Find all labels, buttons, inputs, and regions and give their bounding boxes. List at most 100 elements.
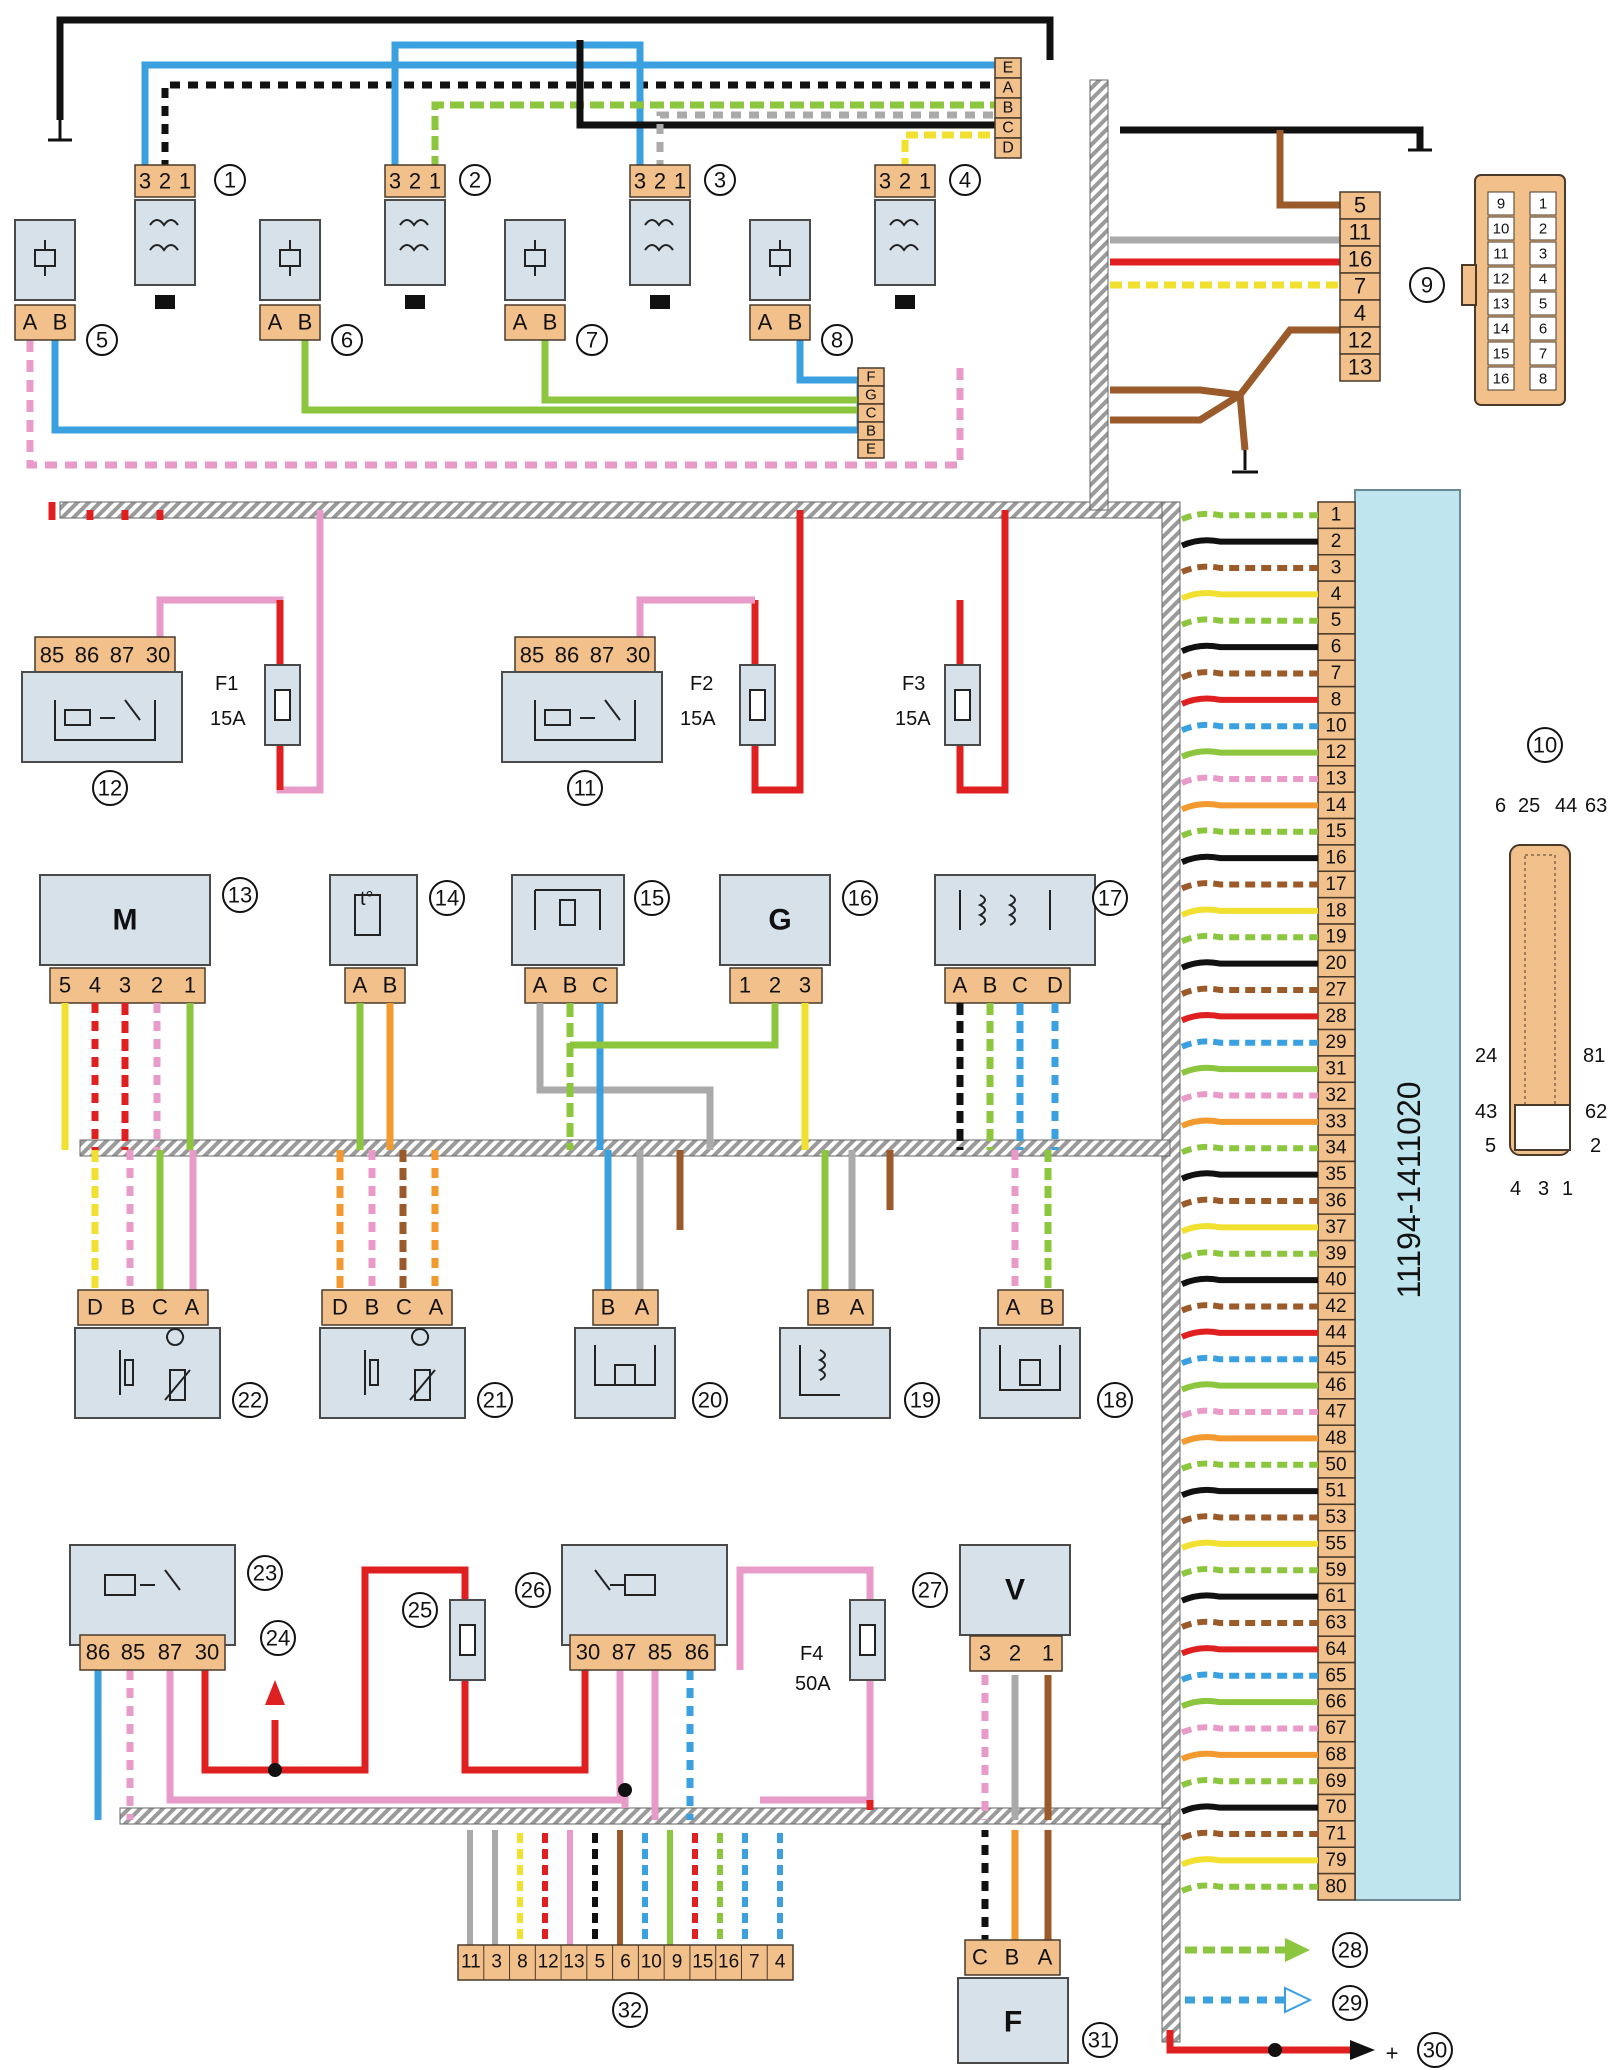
ecu-pin (1317, 1793, 1356, 1822)
label: B (788, 310, 803, 335)
component-20: B A 20 (574, 1289, 728, 1419)
label: 15A (210, 708, 246, 730)
ecu-wire (1180, 1012, 1318, 1024)
label: B (298, 310, 313, 335)
ecu-pin-label: 66 (1325, 1692, 1346, 1713)
sensor-row: M 5 4 3 2 1 13 t° A B 14 A B C 15 (39, 874, 1128, 1150)
ecu-wire (1180, 1645, 1318, 1657)
ecu-pin (1317, 1846, 1356, 1875)
ecu-wire (1180, 1724, 1318, 1736)
callout-30: 30 (1417, 2032, 1453, 2068)
component-18: A B 18 (979, 1289, 1133, 1419)
label: C (1002, 120, 1014, 137)
ecu-wire (1180, 1882, 1318, 1894)
label: B (983, 973, 998, 998)
label: 1 (429, 169, 441, 194)
coil-pin: 2 (159, 169, 171, 194)
ecu-wire (1180, 642, 1318, 654)
connector-mid: F G C B E (857, 367, 885, 459)
label: 18 (1103, 1388, 1127, 1413)
label: 12 (1348, 328, 1372, 353)
ignition-coil-4: 3 2 1 4 (874, 164, 981, 309)
label: 1 (919, 169, 931, 194)
ecu-wire (1180, 1381, 1318, 1393)
ecu-pin-label: 2 (1331, 531, 1342, 552)
ecu-wire (1180, 537, 1318, 549)
ecu-wire (1180, 669, 1318, 681)
top-wires (26, 16, 1424, 469)
label: 3 (979, 1641, 991, 1666)
ecu-wire (1180, 1170, 1318, 1182)
label: 29 (1338, 1991, 1362, 2016)
label: 6 (341, 328, 353, 353)
coil-number: 1 (224, 168, 236, 193)
fuse-f4: F4 50A (795, 1599, 886, 1695)
label: 27 (918, 1578, 942, 1603)
label: F3 (902, 673, 925, 695)
label: 28 (1338, 1938, 1362, 1963)
label: 3 (879, 169, 891, 194)
component-19: B A 19 (779, 1289, 940, 1419)
label: A (513, 310, 528, 335)
ecu-wire (1180, 1592, 1318, 1604)
label: 2 (769, 973, 781, 998)
ecu-pin-label: 14 (1325, 795, 1347, 816)
label: A (1003, 80, 1014, 97)
label: 87 (612, 1640, 636, 1665)
fuse-f3: F3 15A (895, 664, 981, 746)
label: 86 (86, 1640, 110, 1665)
label: E (866, 441, 876, 458)
label: 4 (89, 973, 101, 998)
label: 19 (910, 1388, 934, 1413)
connector-32-pin: 10 (641, 1952, 662, 1973)
ecu-pin-label: 34 (1325, 1138, 1347, 1159)
connector-32-pin: 16 (718, 1952, 739, 1973)
ecu-pin-label: 37 (1325, 1217, 1346, 1238)
ecu-pin (1317, 1134, 1356, 1163)
label: G (768, 904, 791, 937)
label: 87 (590, 643, 614, 668)
ecu: 11194-1411020 12345678101213141516171819… (1317, 489, 1461, 1901)
ecu-wire (1180, 853, 1318, 865)
connector-32-pin: 13 (563, 1952, 584, 1973)
ecu-pin-label: 36 (1325, 1191, 1346, 1212)
label: 31 (1088, 2028, 1112, 2053)
label: 2 (899, 169, 911, 194)
ecu-pin-label: 17 (1325, 874, 1346, 895)
label: 25 (1518, 795, 1540, 817)
label: 21 (483, 1388, 507, 1413)
diag-face-pin: 11 (1493, 246, 1509, 263)
label: C (152, 1295, 168, 1320)
label: 13 (1348, 355, 1372, 380)
ecu-connector-view: 10 6 25 44 63 24 81 43 62 5 4 3 1 2 (1475, 727, 1607, 1200)
diag-face-pin: 5 (1539, 296, 1547, 313)
coil-pin: 3 (139, 169, 151, 194)
label: B (383, 973, 398, 998)
label: 24 (1475, 1045, 1497, 1067)
label: A (429, 1295, 444, 1320)
ecu-wire (1180, 1038, 1318, 1050)
label: 11 (574, 776, 597, 801)
label: F2 (690, 673, 713, 695)
ecu-pin-label: 51 (1325, 1481, 1346, 1502)
label: 15A (895, 708, 931, 730)
label: A (185, 1295, 200, 1320)
ecu-pin-label: 67 (1325, 1718, 1346, 1739)
label: 1 (674, 169, 686, 194)
label: 8 (831, 328, 843, 353)
diag-face-pin: 10 (1493, 221, 1510, 238)
ecu-wire (1180, 1302, 1318, 1314)
ecu-pin (1317, 1503, 1356, 1532)
ecu-pin (1317, 817, 1356, 846)
ecu-pin-label: 4 (1331, 584, 1342, 605)
label: 2 (654, 169, 666, 194)
label: D (1047, 973, 1063, 998)
ecu-wire (1180, 1196, 1318, 1208)
ecu-pin-label: 10 (1325, 716, 1346, 737)
relay-23: 86 85 87 30 23 (69, 1544, 283, 1671)
callout-24: 24 (260, 1620, 296, 1656)
ecu-pin-label: 5 (1331, 610, 1342, 631)
label: C (396, 1295, 412, 1320)
label: B (53, 310, 68, 335)
